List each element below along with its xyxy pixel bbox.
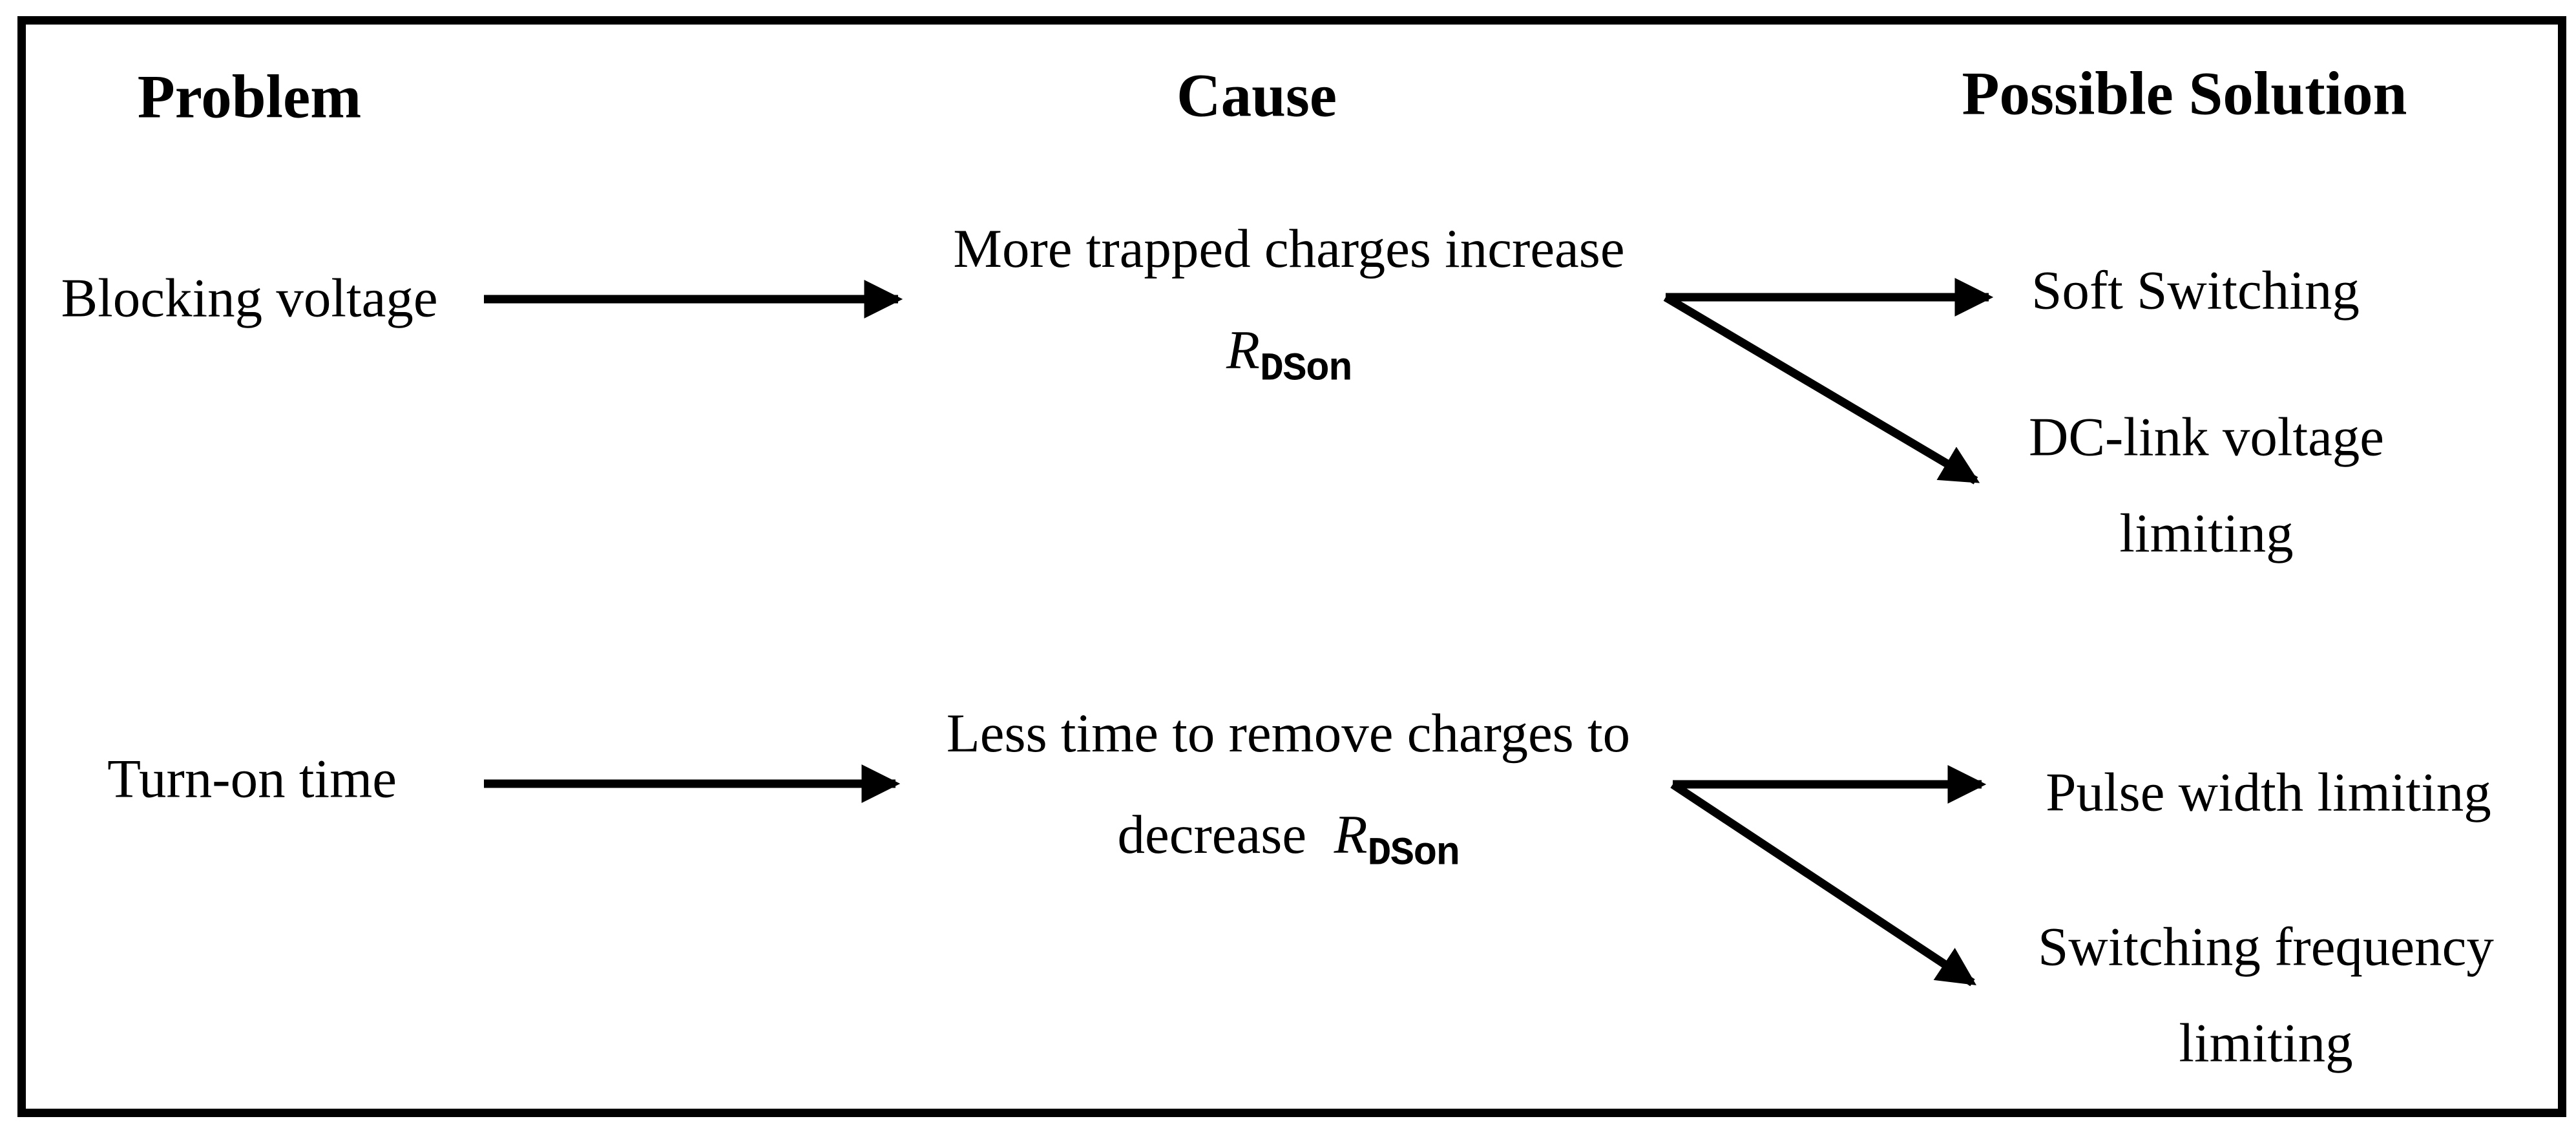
column-header-problem: Problem (137, 62, 362, 131)
cause-less-time: Less time to remove charges to decrease … (947, 683, 1630, 891)
column-header-cause: Cause (1176, 61, 1337, 130)
cause-less-time-line1: Less time to remove charges to (946, 703, 1631, 764)
solution-switching-frequency-line1: Switching frequency (2038, 916, 2494, 978)
cause-trapped-charges: More trapped charges increase RDSon (953, 198, 1624, 406)
rdson-symbol-subscript: DSon (1259, 347, 1352, 392)
solution-dc-link-line2: limiting (2119, 503, 2294, 563)
problem-blocking-voltage: Blocking voltage (61, 267, 438, 329)
solution-soft-switching-line1: Soft Switching (2031, 260, 2360, 321)
rdson-symbol-base: R (1334, 804, 1368, 866)
solution-pulse-width-line1: Pulse width limiting (2046, 762, 2491, 823)
problem-turn-on-time: Turn-on time (107, 748, 397, 810)
arrow-cause2-to-switching-frequency-limiting (1670, 780, 1976, 987)
cause-trapped-charges-line1: More trapped charges increase (953, 218, 1625, 280)
cause-less-time-line2: decrease RDSon (947, 784, 1630, 890)
cause2-line2-prefix: decrease (1117, 804, 1334, 866)
column-header-possible-solution: Possible Solution (1962, 59, 2407, 128)
solution-pulse-width-limiting: Pulse width limiting (2046, 745, 2491, 841)
cause-trapped-charges-line2: RDSon (953, 300, 1624, 406)
arrow-cause1-to-dc-link-limiting (1663, 293, 1980, 485)
solution-switching-frequency-line2: limiting (2179, 1012, 2353, 1073)
diagram-border (17, 16, 2566, 1117)
rdson-symbol-base: R (1226, 320, 1260, 381)
solution-switching-frequency-limiting: Switching frequency limiting (2038, 899, 2494, 1091)
rdson-symbol-subscript: DSon (1367, 832, 1460, 877)
solution-dc-link-voltage-limiting: DC-link voltage limiting (2029, 389, 2384, 581)
solution-soft-switching: Soft Switching (2031, 243, 2360, 339)
solution-dc-link-line1: DC-link voltage (2028, 406, 2385, 468)
